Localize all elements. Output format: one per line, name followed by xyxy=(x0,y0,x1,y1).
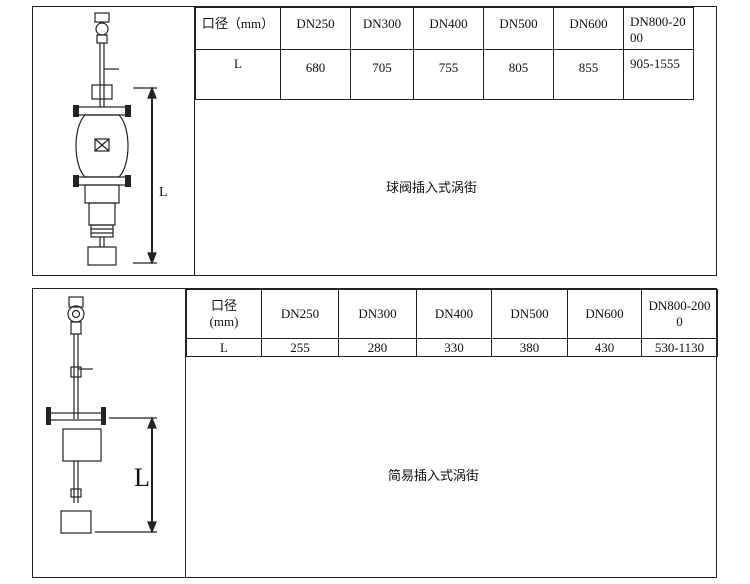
table-cell: DN250 xyxy=(261,289,339,339)
table-cell: 口径 (mm) xyxy=(186,289,262,339)
table-cell: 855 xyxy=(553,49,624,100)
table-cell: 905-1555 xyxy=(623,49,694,100)
table-cell: L xyxy=(195,49,281,100)
table-cell: DN600 xyxy=(553,7,624,50)
table-cell: DN400 xyxy=(416,289,492,339)
caption-ball-valve-insertion: 球阀插入式涡街 xyxy=(386,181,478,196)
table-cell: 430 xyxy=(567,338,642,357)
simple-insertion-flowmeter-icon xyxy=(46,296,157,534)
table-cell: DN600 xyxy=(567,289,642,339)
dimension-table-simple-insertion: 口径 (mm) DN250 DN300 DN400 DN500 DN600 DN… xyxy=(186,289,718,357)
table-cell: 口径（mm） xyxy=(195,7,281,50)
table-cell: DN300 xyxy=(350,7,414,50)
dimension-label-L: L xyxy=(134,463,150,492)
ball-valve-insertion-panel: L 口径（mm） DN250 DN300 DN400 DN500 DN600 D… xyxy=(32,6,717,276)
table-row: L 680 705 755 805 855 905-1555 xyxy=(195,49,694,100)
table-header-row: 口径 (mm) DN250 DN300 DN400 DN500 DN600 DN… xyxy=(186,289,718,339)
dimension-table-ball-valve: 口径（mm） DN250 DN300 DN400 DN500 DN600 DN8… xyxy=(195,7,694,100)
table-cell: 705 xyxy=(350,49,414,100)
table-cell: 280 xyxy=(338,338,417,357)
table-cell: DN500 xyxy=(491,289,568,339)
table-header-row: 口径（mm） DN250 DN300 DN400 DN500 DN600 DN8… xyxy=(195,7,694,50)
table-cell: DN300 xyxy=(338,289,417,339)
table-cell: 755 xyxy=(413,49,484,100)
simple-insertion-panel: L 口径 (mm) DN250 DN300 DN400 DN500 DN600 … xyxy=(32,288,718,578)
table-cell: 805 xyxy=(483,49,554,100)
dimension-label-L: L xyxy=(159,185,168,200)
table-cell: DN250 xyxy=(280,7,351,50)
table-cell: 380 xyxy=(491,338,568,357)
table-cell: DN800-2000 xyxy=(641,289,718,339)
table-cell: 255 xyxy=(261,338,339,357)
ball-valve-flowmeter-icon xyxy=(73,12,157,266)
table-row: L 255 280 330 380 430 530-1130 xyxy=(186,338,718,357)
table-cell: L xyxy=(186,338,262,357)
table-cell: 330 xyxy=(416,338,492,357)
table-cell: DN400 xyxy=(413,7,484,50)
table-cell: DN800-2000 xyxy=(623,7,694,50)
table-cell: 680 xyxy=(280,49,351,100)
table-cell: 530-1130 xyxy=(641,338,718,357)
table-cell: DN500 xyxy=(483,7,554,50)
simple-insertion-flowmeter-drawing: L xyxy=(33,289,186,577)
ball-valve-flowmeter-drawing: L xyxy=(33,7,195,275)
caption-simple-insertion: 简易插入式涡街 xyxy=(388,469,480,484)
